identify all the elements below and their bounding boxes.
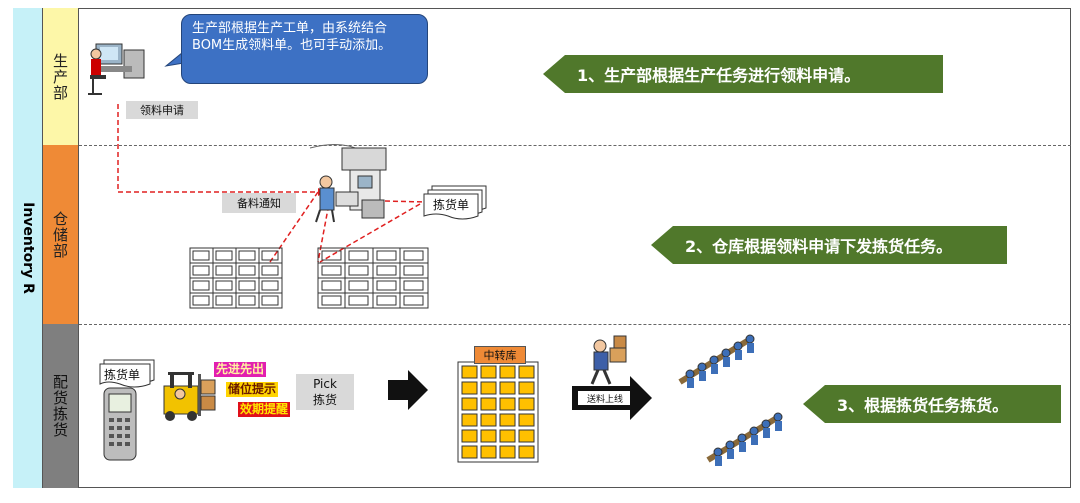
handheld-scanner-icon [103,387,137,461]
lane-separator-1 [79,145,1071,146]
step-banner-2: 2、仓库根据领料申请下发拣货任务。 [651,226,1007,264]
step-banner-3-text: 3、根据拣货任务拣货。 [837,396,1009,415]
delivery-worker-icon [590,335,627,385]
feed-online-label: 送料上线 [586,395,623,405]
feed-online-arrow-icon [572,376,652,420]
transfer-store-label: 中转库 [474,346,526,364]
assembly-line-icon [706,412,783,466]
forklift-icon [163,372,216,421]
lane-label-picking: 配货拣货 [43,324,79,488]
step-banner-2-text: 2、仓库根据领料申请下发拣货任务。 [685,237,953,256]
material-request-tag: 领料申请 [126,101,198,119]
flow-line-picklist-to-rack2 [319,203,421,263]
pick-list-document-icon-lane3 [99,359,155,388]
process-arrow-icon [388,370,428,410]
storage-rack-icon [189,247,283,309]
pick-list-label: 拣货单 [433,198,470,212]
flow-line-clerk-to-rack1 [269,191,319,263]
pick-box-line1: Pick [313,376,337,391]
pick-box: Pick 拣货 [296,374,354,410]
storage-rack-icon [317,247,429,309]
expiry-reminder-highlight: 效期提醒 [238,402,291,417]
callout-text: 生产部根据生产工单，由系统结合BOM生成领料单。也可手动添加。 [192,21,392,53]
fifo-highlight: 先进先出 [214,362,267,377]
pick-list-document-icon [423,185,487,220]
step-banner-1: 1、生产部根据生产任务进行领料申请。 [543,55,943,93]
pick-list-device-label: 拣货单 [104,368,141,382]
warehouse-clerk-printer-icon [309,144,387,223]
lane-label-production: 生产部 [43,8,79,145]
office-worker-icon [88,43,145,95]
transfer-store-grid [457,361,539,463]
lane-label-warehouse-text: 仓储部 [51,210,69,259]
assembly-line-icon [678,334,755,388]
step-banner-3: 3、根据拣货任务拣货。 [803,385,1061,423]
side-title-bar: Inventory R [13,8,43,488]
flow-line-request-to-warehouse [117,104,318,193]
prep-notice-tag: 备料通知 [222,193,296,213]
step-banner-1-text: 1、生产部根据生产任务进行领料申请。 [577,66,861,85]
flow-line-clerk-to-picklist [344,199,426,203]
lane-label-picking-text: 配货拣货 [51,374,69,438]
lane-label-production-text: 生产部 [51,52,69,101]
callout-bubble: 生产部根据生产工单，由系统结合BOM生成领料单。也可手动添加。 [181,14,428,84]
pick-box-line2: 拣货 [312,392,337,407]
lane-label-warehouse: 仓储部 [43,145,79,324]
lane-separator-2 [79,324,1071,325]
location-hint-highlight: 储位提示 [226,382,279,397]
